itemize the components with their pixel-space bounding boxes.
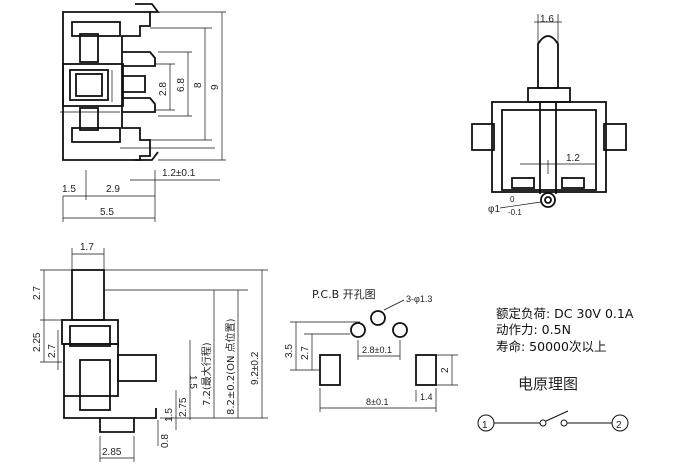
spec-rated-load: 额定负荷: DC 30V 0.1A: [496, 306, 634, 321]
pcb-title: P.C.B 开孔图: [312, 288, 376, 301]
front-view-drawing: [60, 3, 226, 222]
dim-pin-diameter: φ1: [488, 204, 500, 215]
pcb-dim-spacing: 2.8±0.1: [362, 345, 392, 355]
dim-total-1: 7.2(最大行程): [200, 342, 213, 406]
pcb-dim-height-2: 2.7: [300, 346, 311, 360]
dim-top-width: 1.7: [80, 242, 94, 253]
pcb-dim-height-1: 3.5: [284, 344, 295, 358]
dim-height-1: 2.8: [158, 82, 169, 96]
dim-tol-upper: 0: [510, 195, 515, 204]
pcb-dim-pad-width: 1.4: [420, 392, 433, 402]
dim-height-2: 6.8: [176, 78, 187, 92]
pcb-dim-pad-height: 2: [440, 367, 451, 373]
dim-low-1: 2.75: [178, 397, 189, 417]
dim-width-3: 5.5: [100, 207, 114, 218]
spec-operating-force: 动作力: 0.5N: [496, 322, 571, 337]
circuit-pin-2: 2: [616, 420, 622, 431]
dim-tol-lower: -0.1: [508, 208, 522, 217]
pcb-dim-span: 8±0.1: [366, 397, 388, 407]
pcb-drawing: [290, 299, 458, 412]
side-view-drawing: [471, 14, 627, 209]
circuit-pin-1: 1: [482, 420, 488, 431]
dim-actuator-width: 1.6: [540, 14, 554, 25]
dim-low-3: 0.8: [160, 434, 171, 448]
dim-width-2: 2.9: [106, 184, 120, 195]
dim-bottom-width: 2.85: [102, 447, 122, 458]
dim-top-height: 2.7: [32, 286, 43, 300]
dim-inner: 1.5: [187, 375, 198, 389]
elevation-view-drawing: [40, 248, 268, 462]
pcb-holes-label: 3-φ1.3: [406, 294, 432, 304]
dim-small-height: 2.7: [47, 344, 58, 358]
spec-lifetime: 寿命: 50000次以上: [496, 339, 606, 354]
dim-side-offset: 1.2: [566, 153, 580, 164]
dim-offset: 1.2±0.1: [162, 168, 196, 179]
dim-low-2: 1.5: [164, 408, 175, 422]
dim-total-3: 9.2±0.2: [250, 351, 261, 385]
dim-total-2: 8.2±0.2(ON 点位置): [224, 318, 237, 415]
dim-mid-height: 2.25: [32, 332, 43, 352]
circuit-title: 电原理图: [518, 375, 578, 393]
dim-height-4: 9: [210, 84, 221, 90]
dim-height-3: 8: [193, 82, 204, 88]
circuit-schematic: [477, 410, 629, 432]
dim-width-1: 1.5: [62, 184, 76, 195]
